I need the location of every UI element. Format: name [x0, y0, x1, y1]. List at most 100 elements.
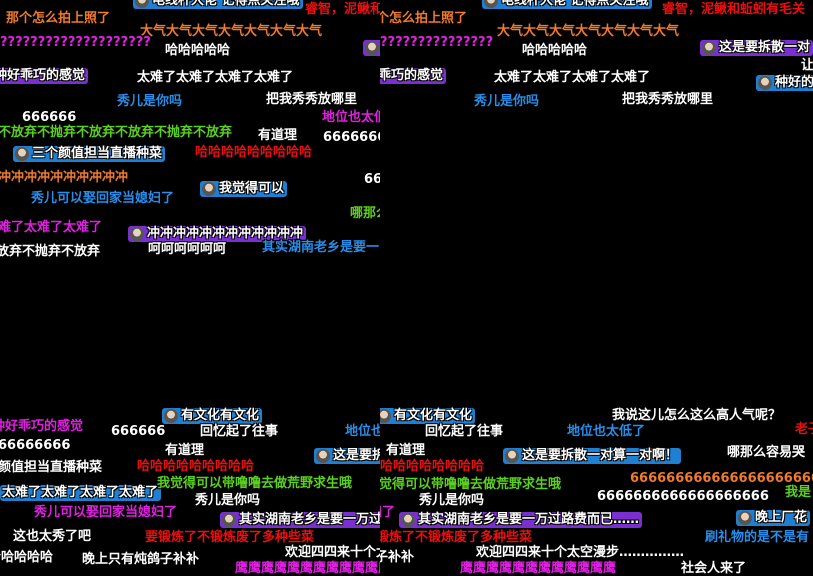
danmaku-comment: 睿智，泥鳅和蚯蚓有毛关系	[305, 2, 380, 17]
avatar	[380, 409, 391, 423]
danmaku-comment: 要锻炼了不锻炼废了多种些菜	[145, 530, 315, 545]
danmaku-comment: 大气大气大气大气大气大气大气	[140, 24, 323, 39]
comment-text: 其实湖南老乡是要一万过路费而已……	[239, 512, 380, 527]
danmaku-badge-comment: 我觉得可以	[200, 181, 288, 197]
comment-text: 我觉得可以	[219, 181, 285, 196]
danmaku-comment: 哈哈哈哈哈	[522, 43, 588, 58]
danmaku-comment: 种好乖巧的感觉	[0, 419, 84, 434]
avatar	[738, 511, 752, 525]
danmaku-comment: 回忆起了往事	[200, 424, 279, 439]
danmaku-comment: ????????????????????	[0, 35, 151, 50]
danmaku-comment: 鹰鹰鹰鹰鹰鹰鹰鹰鹰鹰鹰鹰	[460, 561, 617, 576]
danmaku-comment: 把我秀秀放哪里	[622, 92, 714, 107]
danmaku-badge-comment: 有文化有文化	[162, 408, 263, 424]
comment-text: 种好乖巧的感觉	[0, 68, 86, 83]
danmaku-comment: 秀儿是你吗	[117, 94, 183, 109]
avatar	[135, 0, 149, 8]
avatar	[365, 41, 379, 55]
comment-text: 三个颜值担当直播种菜	[32, 146, 163, 161]
danmaku-comment: 哈哈哈哈哈	[0, 550, 54, 565]
danmaku-comment: ???????????????	[380, 35, 494, 50]
danmaku-comment: 三个颜值担当直播种菜	[0, 460, 103, 475]
avatar	[401, 513, 415, 527]
danmaku-comment: 睿智，泥鳅和蚯蚓有毛关	[662, 2, 806, 17]
danmaku-comment: 冲冲冲冲冲冲冲冲冲冲	[0, 170, 129, 185]
danmaku-comment: 大气大气大气大气大气大气大气	[497, 24, 680, 39]
danmaku-comment: 晚上只有炖鸽子补补	[82, 552, 200, 567]
danmaku-comment: 太难了太难了太难了太难了	[137, 70, 294, 85]
comment-text: 冲冲冲冲冲冲冲冲冲冲冲冲	[147, 226, 304, 241]
danmaku-comment: 把我秀秀放哪里	[266, 92, 358, 107]
danmaku-comment: 要锻炼了不锻炼废了多种些菜	[380, 530, 533, 545]
avatar	[164, 409, 178, 423]
danmaku-comment: 呵呵呵呵呵呵	[148, 242, 227, 257]
avatar	[702, 41, 716, 55]
danmaku-comment: 地位也太低了	[567, 424, 646, 439]
danmaku-badge-comment: 冲冲冲冲冲冲冲冲冲冲冲冲	[128, 226, 307, 242]
danmaku-comment: 地位也太低了	[345, 424, 380, 439]
avatar	[202, 182, 216, 196]
danmaku-badge-comment: 种好的	[756, 75, 813, 91]
danmaku-comment: 哪那么容易哭	[350, 206, 380, 221]
danmaku-comment: 6666666666666666666	[597, 489, 769, 504]
avatar	[316, 449, 330, 463]
danmaku-comment: 放弃不抛弃不放弃	[0, 244, 101, 259]
danmaku-badge-comment: 这是要拆散一对算一对啊！	[314, 448, 380, 464]
danmaku-comment: 秀儿可以娶回家当媳妇了	[31, 191, 175, 206]
danmaku-comment: 66666666	[0, 438, 71, 453]
danmaku-comment: 秀儿是你吗	[474, 94, 540, 109]
danmaku-comment: 这也太秀了吧	[13, 529, 92, 544]
comment-text: 这是要拆散一对算一对啊！	[522, 448, 679, 463]
danmaku-comment: 难了太难了太难了	[0, 220, 103, 235]
danmaku-comment: 我觉得可以带噜噜去做荒野求生哦	[380, 477, 562, 492]
danmaku-badge-comment: 太难了太难了太难了太难了	[0, 485, 162, 501]
danmaku-comment: 我是	[785, 485, 812, 500]
danmaku-comment: 秀儿是你吗	[419, 493, 485, 508]
danmaku-comment: 哈哈哈哈哈哈哈哈哈	[195, 145, 313, 160]
danmaku-comment: 有道理	[258, 128, 298, 143]
danmaku-panel-right: 电线杆大佬 记得点关注哦 睿智，泥鳅和蚯蚓有毛关那个怎么拍上照了大气大气大气大气大…	[380, 0, 813, 576]
danmaku-comment: 媳妇了	[380, 505, 396, 520]
danmaku-comment: 欢迎四四来十个太空漫步……………	[476, 545, 685, 560]
avatar	[130, 227, 144, 241]
danmaku-comment: 秀儿是你吗	[195, 493, 261, 508]
danmaku-comment: 那个怎么拍上照了	[6, 11, 111, 26]
danmaku-comment: 66666666666666666666666666666	[630, 471, 813, 486]
comment-text: 种好的	[775, 75, 813, 90]
comment-text: 这是要拆散一对算一对啊！	[333, 448, 380, 463]
comment-text: 有文化有文化	[394, 408, 473, 423]
danmaku-comment: 我说这儿怎么这么高人气呢？	[612, 408, 782, 423]
danmaku-badge-comment: 种好乖巧的感觉	[380, 68, 447, 84]
danmaku-badge-comment: 电线杆大佬 记得点关注哦	[482, 0, 652, 9]
comment-text: 晚上厂花	[755, 510, 808, 525]
danmaku-badge-comment: 这是要拆散一对算一对啊！	[503, 448, 682, 464]
danmaku-comment: 那个怎么拍上照了	[380, 11, 468, 26]
danmaku-comment: 哈哈哈哈哈哈哈哈哈	[380, 459, 485, 474]
danmaku-comment: 鹰鹰鹰鹰鹰鹰鹰鹰鹰鹰鹰鹰	[235, 561, 380, 576]
danmaku-comment: 其实湖南老乡是要一	[262, 240, 380, 255]
comment-text: 太难了太难了太难了太难了	[2, 485, 159, 500]
danmaku-comment: 刷礼物的是不是有	[705, 530, 810, 545]
danmaku-comment: 有道理	[386, 443, 426, 458]
danmaku-comment: 太难了太难了太难了太难了	[494, 70, 651, 85]
danmaku-panel-left: 电线杆大佬 记得点关注哦睿智，泥鳅和蚯蚓有毛关系那个怎么拍上照了大气大气大气大气…	[0, 0, 380, 576]
danmaku-comment: 地位也太低了	[322, 110, 380, 125]
danmaku-badge-comment: 这是要拆散一对	[363, 40, 380, 56]
comment-text: 这是要拆散一对	[719, 40, 811, 55]
avatar	[505, 449, 519, 463]
danmaku-badge-comment: 三个颜值担当直播种菜	[13, 146, 166, 162]
avatar	[758, 76, 772, 90]
danmaku-comment: 666	[364, 172, 380, 187]
danmaku-comment: 欢迎四四来十个太空漫步……	[285, 545, 380, 560]
danmaku-comment: 让	[801, 58, 813, 73]
avatar	[15, 147, 29, 161]
danmaku-comment: 我觉得可以带噜噜去做荒野求生哦	[157, 476, 353, 491]
danmaku-badge-comment: 种好乖巧的感觉	[0, 68, 89, 84]
danmaku-comment: 哈哈哈哈哈哈哈哈哈	[137, 459, 255, 474]
danmaku-comment: 666666	[111, 424, 166, 439]
danmaku-comment: 有道理	[165, 443, 205, 458]
danmaku-comment: 不放弃不抛弃不放弃不放弃不抛弃不放弃	[0, 125, 233, 140]
comment-text: 电线杆大佬 记得点关注哦	[152, 0, 300, 8]
danmaku-comment: 哪那么容易哭	[727, 445, 806, 460]
danmaku-comment: 社会人来了	[681, 561, 747, 576]
